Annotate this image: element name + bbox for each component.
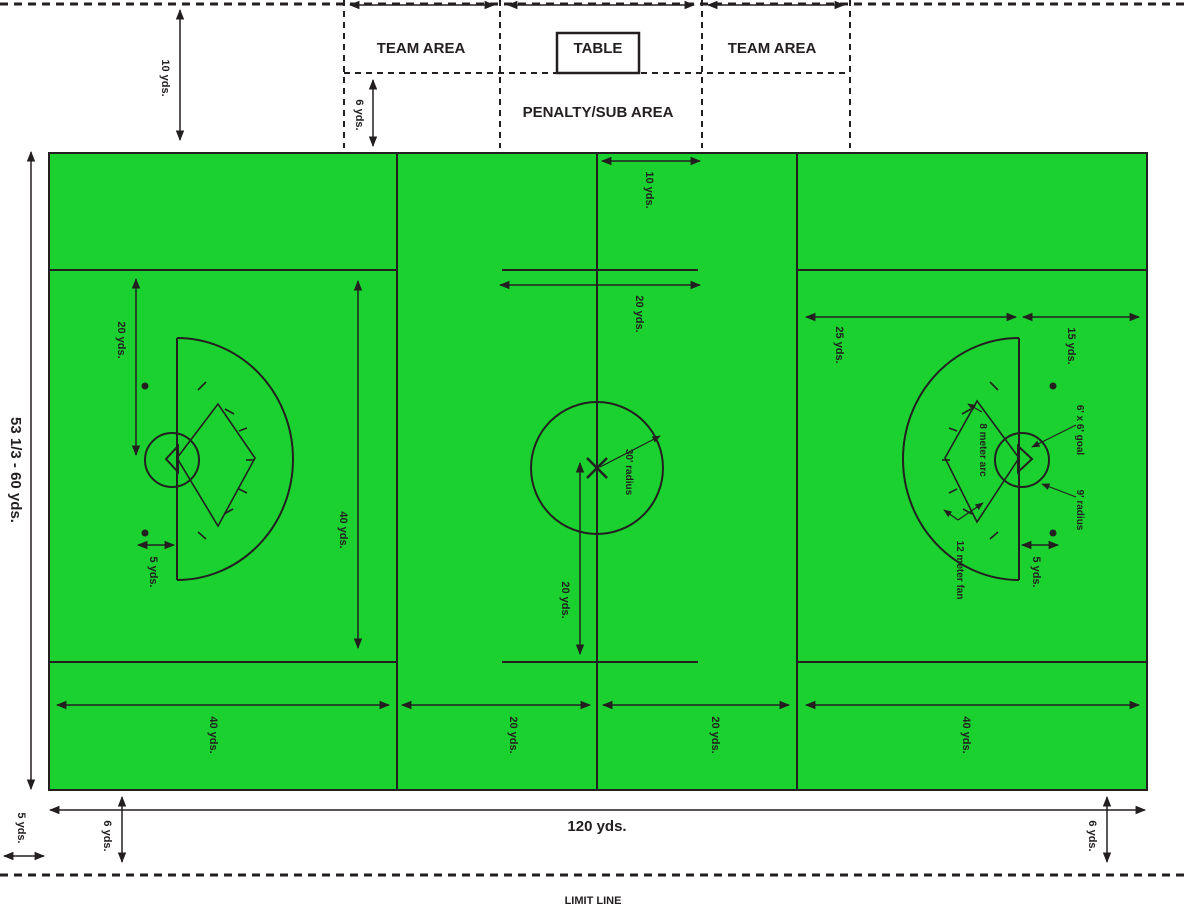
table-box: [555, 31, 641, 75]
field-width-label: 53 1/3 - 60 yds.: [7, 417, 24, 523]
center-x-mark: [586, 457, 608, 479]
team-area-right-label: TEAM AREA: [728, 40, 817, 57]
left-zone-length-label: 40 yds.: [207, 716, 219, 753]
left-behind-goal-label: 5 yds.: [147, 556, 159, 587]
right-goal-line-offset-label: 25 yds.: [833, 326, 845, 363]
left-hash-marks: [197, 381, 254, 540]
field-length-label: 120 yds.: [567, 818, 626, 835]
fan-12m-arrow-b: [943, 509, 959, 521]
right-dot-bottom: [1049, 529, 1057, 537]
mid-right-length-label: 20 yds.: [709, 716, 721, 753]
right-end-line-offset-label: 15 yds.: [1065, 327, 1077, 364]
restraining-line-length-label: 40 yds.: [337, 511, 349, 548]
team-area-depth-label: 10 yds.: [159, 59, 171, 96]
arc-8m-arrow: [967, 403, 983, 413]
goal-size-label: 6' x 6' goal: [1074, 405, 1085, 456]
right-dot-top: [1049, 382, 1057, 390]
left-dot-top: [141, 382, 149, 390]
left-goal: [164, 443, 179, 475]
mid-left-length-label: 20 yds.: [507, 716, 519, 753]
right-goal: [1017, 443, 1034, 475]
table-label: TABLE: [574, 40, 623, 57]
end-offset-label: 5 yds.: [15, 812, 27, 843]
team-area-left-label: TEAM AREA: [377, 40, 466, 57]
penalty-sub-area-label: PENALTY/SUB AREA: [523, 104, 674, 121]
sideline-offset-left-label: 6 yds.: [101, 820, 113, 851]
left-goal-depth-label: 20 yds.: [115, 321, 127, 358]
goal-size-arrow: [1031, 424, 1077, 448]
center-hash-length-label: 20 yds.: [633, 295, 645, 332]
right-hash-marks: [942, 381, 999, 540]
crease-radius-arrow: [1041, 483, 1077, 498]
right-goal-crease: [994, 432, 1050, 488]
right-behind-goal-label: 5 yds.: [1030, 556, 1042, 587]
left-dot-bottom: [141, 529, 149, 537]
crease-radius-label: 9' radius: [1074, 490, 1085, 531]
center-line-to-top-label: 10 yds.: [643, 171, 655, 208]
center-radius-arrow: [599, 435, 661, 468]
center-circle: [530, 401, 664, 535]
field-lines: [49, 153, 1147, 790]
right-zone-length-label: 40 yds.: [960, 716, 972, 753]
arc-8m-label: 8 meter arc: [977, 423, 988, 477]
fan-12m-label: 12 meter fan: [954, 541, 965, 600]
limit-line-label: LIMIT LINE: [565, 895, 622, 907]
center-to-bottom-hash-label: 20 yds.: [559, 581, 571, 618]
sub-area-offset-label: 6 yds.: [353, 99, 365, 130]
sideline-offset-right-label: 6 yds.: [1086, 820, 1098, 851]
center-radius-label: 30' radius: [623, 449, 634, 496]
left-goal-crease: [144, 432, 200, 488]
fan-12m-arrow-a: [957, 502, 984, 521]
